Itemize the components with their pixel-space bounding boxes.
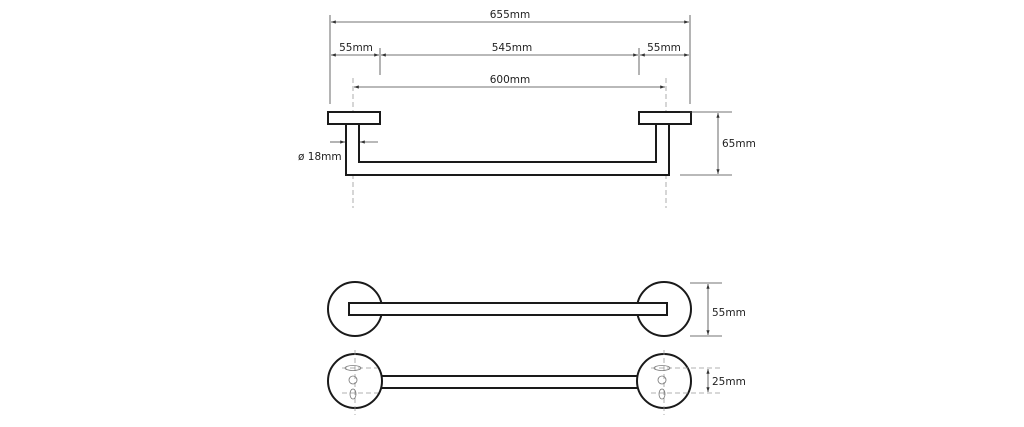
label-flange-diameter: 55mm: [712, 307, 746, 319]
label-tube-diameter: ø 18mm: [298, 151, 342, 163]
label-center-distance: 600mm: [490, 74, 531, 86]
label-total-width: 655mm: [490, 9, 531, 21]
front-view: 655mm 55mm 545mm 55mm 600mm ø 18mm 65mm: [298, 9, 756, 208]
towel-bar-profile: [345, 123, 670, 176]
label-right-flange: 55mm: [647, 42, 681, 54]
label-middle-span: 545mm: [492, 42, 533, 54]
right-flange: [638, 111, 692, 125]
left-flange: [327, 111, 381, 125]
back-bar: [374, 375, 644, 389]
back-view: 25mm: [327, 350, 746, 415]
label-left-flange: 55mm: [339, 42, 373, 54]
label-depth: 65mm: [722, 138, 756, 150]
label-mount-height: 25mm: [712, 376, 746, 388]
top-bar: [348, 302, 668, 316]
top-view: 55mm: [327, 281, 746, 337]
mounting-holes-left: [342, 350, 378, 415]
mounting-holes-right: [651, 350, 720, 415]
